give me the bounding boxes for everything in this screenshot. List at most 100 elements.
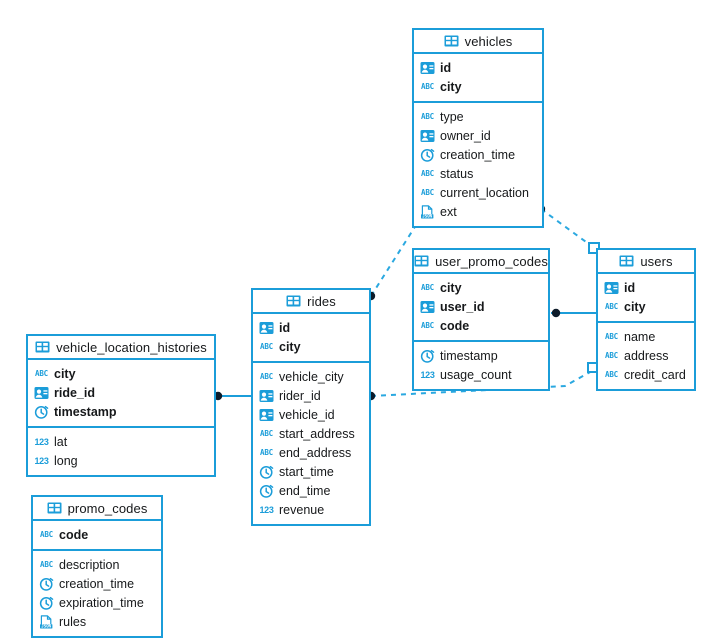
entity-title: promo_codes [67,500,148,516]
field-row[interactable]: ABC city [414,77,542,96]
field-row[interactable]: start_time [253,462,369,481]
id-badge-icon [420,300,435,314]
id-badge-icon [604,281,619,295]
string-type-icon: ABC [421,187,434,197]
entity-header-user_promo_codes[interactable]: user_promo_codes [414,250,548,274]
field-row[interactable]: expiration_time [33,593,161,612]
number-type-icon: 123 [34,455,49,466]
field-row[interactable]: ride_id [28,383,214,402]
field-name: creation_time [59,576,135,591]
string-type-icon: ABC [421,81,434,91]
clock-icon [34,405,49,419]
field-row[interactable]: ABC name [598,327,694,346]
field-name: timestamp [440,348,498,363]
entity-header-vehicle_location_histories[interactable]: vehicle_location_histories [28,336,214,360]
string-type-icon: ABC [605,350,618,360]
connector-vehicle-location-histories-to-rides [213,391,251,401]
field-row[interactable]: id [414,58,542,77]
string-type-icon: ABC [260,447,273,457]
entity-title: rides [307,293,336,309]
field-name: city [440,79,462,94]
field-name: name [624,329,656,344]
field-name: timestamp [54,404,117,419]
field-name: start_time [279,464,334,479]
connector-vehicles-to-users [536,204,600,254]
field-name: revenue [279,502,325,517]
field-row[interactable]: end_time [253,481,369,500]
string-type-icon: ABC [260,371,273,381]
number-type-icon: 123 [34,436,49,447]
entity-header-rides[interactable]: rides [253,290,369,314]
json-type-icon: JSON [420,204,435,219]
field-row[interactable]: user_id [414,297,548,316]
field-row[interactable]: rider_id [253,386,369,405]
field-row[interactable]: vehicle_id [253,405,369,424]
entity-header-vehicles[interactable]: vehicles [414,30,542,54]
field-row[interactable]: id [598,278,694,297]
field-row[interactable]: creation_time [414,145,542,164]
id-badge-icon [420,61,435,75]
field-name: usage_count [440,367,512,382]
field-row[interactable]: ABC end_address [253,443,369,462]
field-row[interactable]: creation_time [33,574,161,593]
clock-icon [39,577,54,591]
entity-header-users[interactable]: users [598,250,694,274]
entity-header-promo_codes[interactable]: promo_codes [33,497,161,521]
clock-icon [259,484,274,498]
table-grid-icon [414,255,429,267]
field-name: id [279,320,291,335]
field-row[interactable]: ABC vehicle_city [253,367,369,386]
string-type-icon: ABC [605,369,618,379]
field-row[interactable]: ABC code [33,525,161,544]
field-name: long [54,453,78,468]
field-name: vehicle_id [279,407,335,422]
field-name: code [440,318,470,333]
field-row[interactable]: owner_id [414,126,542,145]
field-row[interactable]: timestamp [28,402,214,421]
field-name: end_address [279,445,352,460]
table-grid-icon [35,341,50,353]
field-name: vehicle_city [279,369,344,384]
string-type-icon: ABC [40,529,53,539]
field-name: code [59,527,89,542]
string-type-icon: ABC [605,331,618,341]
field-name: credit_card [624,367,686,382]
field-row[interactable]: 123 long [28,451,214,470]
field-name: rider_id [279,388,321,403]
clock-icon [259,465,274,479]
field-row[interactable]: id [253,318,369,337]
field-row[interactable]: timestamp [414,346,548,365]
field-row[interactable]: ABC credit_card [598,365,694,384]
field-name: city [624,299,646,314]
field-name: end_time [279,483,331,498]
